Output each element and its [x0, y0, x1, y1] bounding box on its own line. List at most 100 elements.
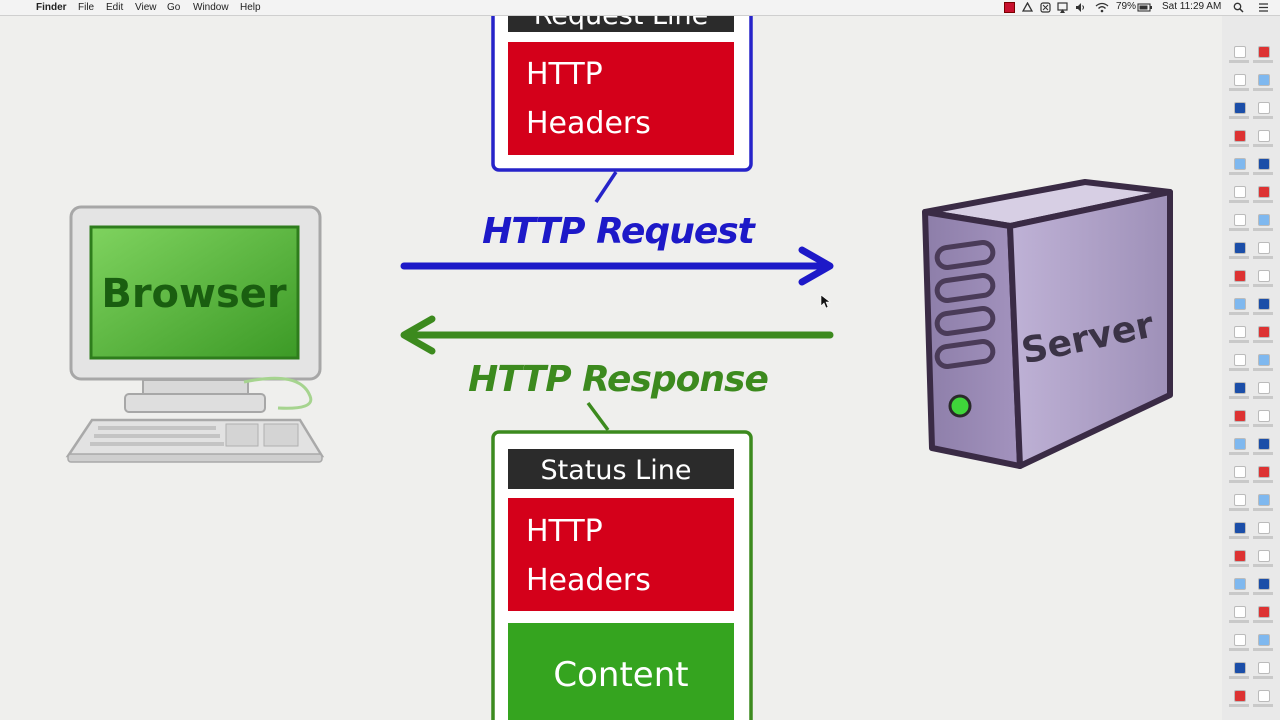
desktop-file-icon[interactable] [1234, 466, 1246, 478]
desktop-file-icon[interactable] [1234, 438, 1246, 450]
desktop-file-label [1253, 116, 1273, 119]
desktop-file-icon[interactable] [1234, 158, 1246, 170]
desktop-file-icon[interactable] [1234, 578, 1246, 590]
airplay-icon[interactable] [1057, 2, 1068, 13]
desktop-file-icon[interactable] [1258, 578, 1270, 590]
desktop-file-label [1253, 648, 1273, 651]
desktop-file-icon[interactable] [1258, 466, 1270, 478]
desktop-file-icon[interactable] [1258, 494, 1270, 506]
desktop-file-icon[interactable] [1258, 550, 1270, 562]
desktop-file-icon[interactable] [1234, 494, 1246, 506]
desktop-file-icon[interactable] [1234, 326, 1246, 338]
desktop-file-icon[interactable] [1258, 102, 1270, 114]
request-arrow [400, 246, 834, 286]
desktop-file-icon[interactable] [1234, 74, 1246, 86]
desktop-file-icon[interactable] [1234, 550, 1246, 562]
drive-icon[interactable] [1022, 2, 1033, 13]
desktop-file-label [1229, 620, 1249, 623]
spotlight-search-icon[interactable] [1233, 2, 1244, 13]
desktop-file-icon[interactable] [1258, 410, 1270, 422]
desktop-file-icon[interactable] [1258, 46, 1270, 58]
desktop-file-icon[interactable] [1234, 522, 1246, 534]
desktop-file-label [1253, 284, 1273, 287]
desktop-file-icon[interactable] [1258, 242, 1270, 254]
desktop-file-icon[interactable] [1234, 410, 1246, 422]
desktop-file-label [1253, 60, 1273, 63]
desktop-file-icon[interactable] [1258, 298, 1270, 310]
desktop-file-label [1253, 368, 1273, 371]
desktop-file-label [1253, 312, 1273, 315]
desktop-file-icon[interactable] [1258, 634, 1270, 646]
desktop-file-icon[interactable] [1258, 158, 1270, 170]
desktop-file-icon[interactable] [1234, 46, 1246, 58]
desktop-file-label [1253, 536, 1273, 539]
response-headers-box [508, 498, 734, 611]
desktop-file-label [1229, 508, 1249, 511]
desktop-file-icon[interactable] [1234, 242, 1246, 254]
desktop-file-icon[interactable] [1234, 382, 1246, 394]
desktop-file-icon[interactable] [1258, 214, 1270, 226]
menu-help[interactable]: Help [240, 2, 261, 13]
desktop-file-icon[interactable] [1234, 690, 1246, 702]
desktop-file-icon[interactable] [1258, 438, 1270, 450]
desktop-file-label [1229, 312, 1249, 315]
desktop-file-icon[interactable] [1234, 186, 1246, 198]
response-arrow [400, 315, 834, 355]
browser-computer-icon: Browser [65, 205, 325, 463]
desktop-file-label [1229, 648, 1249, 651]
desktop-file-icon[interactable] [1258, 74, 1270, 86]
desktop-file-icon[interactable] [1258, 522, 1270, 534]
volume-icon[interactable] [1075, 2, 1086, 13]
http-request-label: HTTP Request [482, 211, 757, 252]
desktop-file-label [1229, 172, 1249, 175]
wifi-icon[interactable] [1095, 2, 1109, 13]
desktop-file-label [1229, 536, 1249, 539]
desktop-file-icon[interactable] [1234, 214, 1246, 226]
desktop-file-label [1229, 228, 1249, 231]
desktop-file-icon[interactable] [1234, 130, 1246, 142]
desktop-file-label [1229, 60, 1249, 63]
desktop-file-label [1253, 592, 1273, 595]
desktop-file-icon[interactable] [1258, 326, 1270, 338]
menu-file[interactable]: File [78, 2, 95, 13]
desktop-file-label [1229, 200, 1249, 203]
desktop-file-label [1253, 340, 1273, 343]
desktop-file-icon[interactable] [1234, 634, 1246, 646]
clock[interactable]: Sat 11:29 AM [1162, 1, 1222, 12]
desktop-file-icon[interactable] [1258, 130, 1270, 142]
desktop-file-icon[interactable] [1234, 354, 1246, 366]
desktop-file-icon[interactable] [1258, 270, 1270, 282]
desktop-file-label [1253, 396, 1273, 399]
shield-icon[interactable] [1040, 2, 1051, 13]
battery-icon[interactable] [1137, 2, 1153, 13]
menu-view[interactable]: View [135, 2, 157, 13]
record-icon[interactable] [1004, 2, 1015, 13]
desktop-file-icon[interactable] [1258, 690, 1270, 702]
content-text: Content [553, 655, 688, 695]
desktop-file-label [1253, 620, 1273, 623]
desktop-file-icon[interactable] [1258, 662, 1270, 674]
desktop-file-icon[interactable] [1234, 102, 1246, 114]
menu-bar: Finder File Edit View Go Window Help 79%… [0, 0, 1280, 16]
desktop-file-icon[interactable] [1234, 270, 1246, 282]
desktop-file-icon[interactable] [1234, 662, 1246, 674]
desktop-file-label [1229, 116, 1249, 119]
desktop-file-icon[interactable] [1258, 382, 1270, 394]
menu-window[interactable]: Window [193, 2, 229, 13]
desktop-file-icon[interactable] [1234, 606, 1246, 618]
notification-center-icon[interactable] [1258, 2, 1269, 13]
mouse-cursor-icon [820, 294, 831, 309]
menu-finder[interactable]: Finder [36, 2, 67, 13]
desktop-file-icon[interactable] [1234, 298, 1246, 310]
desktop-file-label [1229, 676, 1249, 679]
menu-edit[interactable]: Edit [106, 2, 124, 13]
desktop-file-label [1229, 396, 1249, 399]
desktop-file-label [1253, 228, 1273, 231]
browser-label: Browser [101, 271, 287, 317]
desktop-file-icon[interactable] [1258, 186, 1270, 198]
server-icon: Server [922, 179, 1173, 469]
menu-go[interactable]: Go [167, 2, 181, 13]
desktop-file-icon[interactable] [1258, 354, 1270, 366]
desktop-file-icon[interactable] [1258, 606, 1270, 618]
